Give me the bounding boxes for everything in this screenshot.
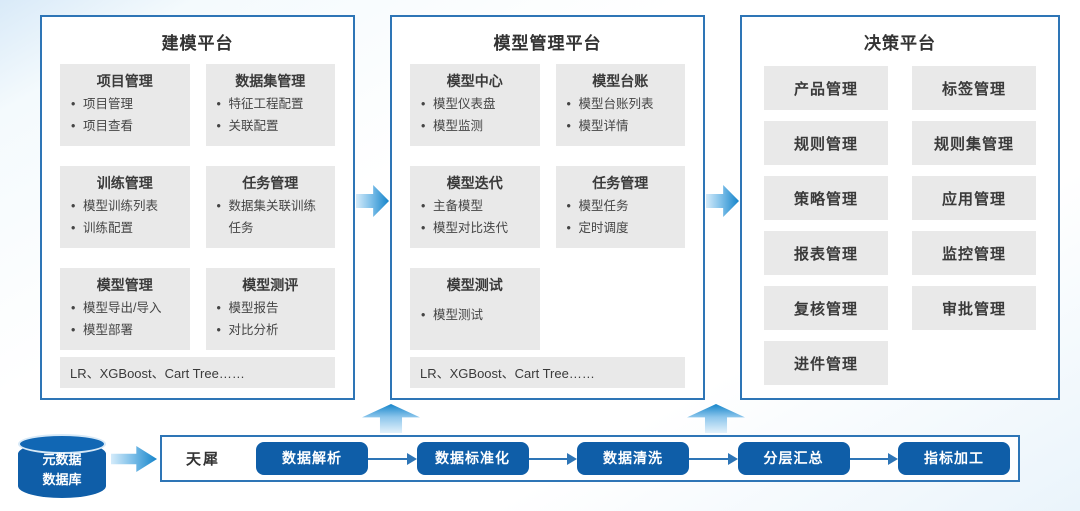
- up-arrow-icon: [362, 404, 420, 433]
- card-item: 对比分析: [214, 320, 328, 342]
- card-items: 模型仪表盘 模型监测: [418, 94, 532, 138]
- card-items: 模型台账列表 模型详情: [564, 94, 678, 138]
- card-task-management: 任务管理 数据集关联训练任务: [205, 166, 335, 248]
- tile-ruleset-management: 规则集管理: [912, 121, 1036, 165]
- decision-platform-panel: 决策平台 产品管理 标签管理 规则管理 规则集管理 策略管理 应用管理 报表管理…: [740, 15, 1060, 400]
- pipeline-connector-arrow: [849, 452, 898, 465]
- modeling-platform-panel: 建模平台 项目管理 项目管理 项目查看 数据集管理 特征工程配置 关联配置 训练…: [40, 15, 355, 400]
- decision-platform-title: 决策平台: [864, 34, 936, 53]
- card-title: 模型台账: [592, 73, 649, 89]
- pipeline-step-metric-processing: 指标加工: [898, 442, 1011, 475]
- card-item: 模型台账列表: [564, 94, 678, 116]
- card-training-management: 训练管理 模型训练列表 训练配置: [60, 166, 190, 248]
- database-top-icon: [18, 434, 106, 454]
- pipeline-step-data-cleaning: 数据清洗: [577, 442, 690, 475]
- card-items: 主备模型 模型对比迭代: [418, 196, 532, 240]
- metadata-database-cylinder: 元数据 数据库: [18, 434, 106, 498]
- card-item: 项目查看: [68, 116, 182, 138]
- card-item: 项目管理: [68, 94, 182, 116]
- metadata-database-label: 元数据 数据库: [18, 450, 106, 489]
- card-item: 模型训练列表: [68, 196, 182, 218]
- card-item: 模型任务: [564, 196, 678, 218]
- card-item: 模型导出/导入: [68, 298, 182, 320]
- tile-intake-management: 进件管理: [764, 341, 888, 385]
- card-items: 模型报告 对比分析: [214, 298, 328, 342]
- model-management-platform-panel: 模型管理平台 模型中心 模型仪表盘 模型监测 模型台账 模型台账列表 模型详情 …: [390, 15, 705, 400]
- tile-approval-management: 审批管理: [912, 286, 1036, 330]
- card-item: 数据集关联训练任务: [214, 196, 328, 240]
- pipeline-step-data-parsing: 数据解析: [256, 442, 369, 475]
- tile-rule-management: 规则管理: [764, 121, 888, 165]
- card-items: 数据集关联训练任务: [214, 196, 328, 240]
- card-item: 定时调度: [564, 218, 678, 240]
- metadata-database-label-line1: 元数据: [42, 452, 82, 467]
- tile-strategy-management: 策略管理: [764, 176, 888, 220]
- card-item: 模型监测: [418, 116, 532, 138]
- card-title: 模型管理: [96, 277, 153, 293]
- card-dataset-management: 数据集管理 特征工程配置 关联配置: [205, 64, 335, 146]
- right-arrow-icon: [356, 185, 389, 217]
- card-items: 模型导出/导入 模型部署: [68, 298, 182, 342]
- card-title: 项目管理: [96, 73, 153, 89]
- modeling-platform-card-grid: 项目管理 项目管理 项目查看 数据集管理 特征工程配置 关联配置 训练管理 模型…: [42, 54, 353, 350]
- card-title: 模型迭代: [446, 175, 503, 191]
- card-items: 特征工程配置 关联配置: [214, 94, 328, 138]
- data-pipeline-panel: 天犀 数据解析 数据标准化 数据清洗 分层汇总 指标加工: [160, 435, 1020, 482]
- tile-monitor-management: 监控管理: [912, 231, 1036, 275]
- card-title: 模型测评: [242, 277, 299, 293]
- tile-product-management: 产品管理: [764, 66, 888, 110]
- card-model-center: 模型中心 模型仪表盘 模型监测: [410, 64, 540, 146]
- right-arrow-icon: [111, 446, 157, 472]
- pipeline-connector-arrow: [528, 452, 577, 465]
- right-arrow-icon: [706, 185, 739, 217]
- card-items: 模型训练列表 训练配置: [68, 196, 182, 240]
- card-title: 数据集管理: [235, 73, 306, 89]
- card-item: 模型测试: [418, 305, 532, 327]
- pipeline-connector-arrow: [368, 452, 416, 465]
- tile-app-management: 应用管理: [912, 176, 1036, 220]
- card-title: 任务管理: [242, 175, 299, 191]
- engine-name-label: 天犀: [186, 451, 221, 468]
- card-item: 训练配置: [68, 218, 182, 240]
- tile-label-management: 标签管理: [912, 66, 1036, 110]
- card-title: 任务管理: [592, 175, 649, 191]
- card-items: 项目管理 项目查看: [68, 94, 182, 138]
- card-item: 主备模型: [418, 196, 532, 218]
- card-items: 模型任务 定时调度: [564, 196, 678, 240]
- card-model-evaluation: 模型测评 模型报告 对比分析: [205, 268, 335, 350]
- card-item: 模型对比迭代: [418, 218, 532, 240]
- card-model-testing: 模型测试 模型测试: [410, 268, 540, 350]
- card-title: 训练管理: [96, 175, 153, 191]
- card-item: 模型部署: [68, 320, 182, 342]
- pipeline-step-layered-aggregation: 分层汇总: [737, 442, 850, 475]
- algorithms-bar: LR、XGBoost、Cart Tree……: [410, 357, 685, 388]
- tile-report-management: 报表管理: [764, 231, 888, 275]
- card-project-management: 项目管理 项目管理 项目查看: [60, 64, 190, 146]
- model-management-card-grid: 模型中心 模型仪表盘 模型监测 模型台账 模型台账列表 模型详情 模型迭代 主备…: [392, 54, 703, 350]
- card-model-management: 模型管理 模型导出/导入 模型部署: [60, 268, 190, 350]
- card-item: 模型仪表盘: [418, 94, 532, 116]
- card-item: 模型报告: [214, 298, 328, 320]
- tile-review-management: 复核管理: [764, 286, 888, 330]
- card-model-ledger: 模型台账 模型台账列表 模型详情: [555, 64, 685, 146]
- metadata-database-label-line2: 数据库: [42, 471, 82, 487]
- algorithms-bar: LR、XGBoost、Cart Tree……: [60, 357, 335, 388]
- pipeline-connector-arrow: [689, 452, 737, 465]
- model-management-platform-title: 模型管理平台: [493, 34, 602, 53]
- decision-tile-grid: 产品管理 标签管理 规则管理 规则集管理 策略管理 应用管理 报表管理 监控管理…: [742, 54, 1058, 385]
- pipeline-step-data-standardization: 数据标准化: [416, 442, 529, 475]
- card-item: 模型详情: [564, 116, 678, 138]
- card-title: 模型中心: [446, 73, 503, 89]
- card-item: 特征工程配置: [214, 94, 328, 116]
- card-item: 关联配置: [214, 116, 328, 138]
- up-arrow-icon: [687, 404, 745, 433]
- card-task-management-2: 任务管理 模型任务 定时调度: [555, 166, 685, 248]
- modeling-platform-title: 建模平台: [161, 34, 234, 53]
- card-model-iteration: 模型迭代 主备模型 模型对比迭代: [410, 166, 540, 248]
- card-items: 模型测试: [418, 305, 532, 327]
- card-title: 模型测试: [446, 277, 503, 293]
